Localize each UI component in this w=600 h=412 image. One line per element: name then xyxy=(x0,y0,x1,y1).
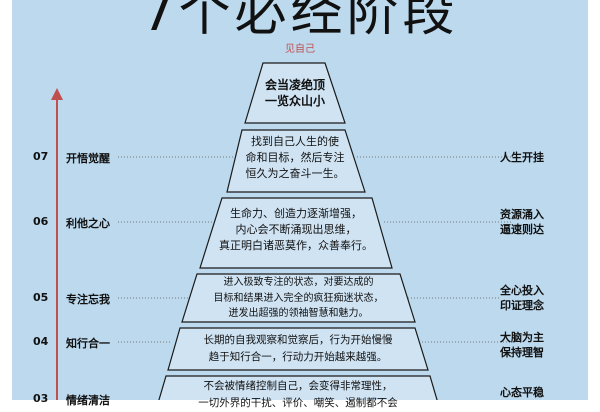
pyramid-level-07 xyxy=(226,129,366,193)
summit-line: 会当凌绝顶 xyxy=(264,78,325,92)
level-description: 生命力、创造力逐渐增强， 内心会不断涌现出思维， 真正明白诸恶莫作，众善奉行。 xyxy=(200,206,392,254)
level-label: 情绪清洁 xyxy=(66,394,110,407)
arrow-head-icon xyxy=(51,88,63,100)
level-label: 开悟觉醒 xyxy=(66,152,110,165)
level-result: 资源涌入逼速则达 xyxy=(484,207,544,237)
description-line: 目标和结果进入完全的疯狂痴迷状态， xyxy=(213,292,384,304)
summit-text: 会当凌绝顶 一览众山小 xyxy=(245,77,345,109)
result-line: 大脑为主 xyxy=(500,331,544,344)
result-line: 逼速则达 xyxy=(500,223,544,236)
level-number: 03 xyxy=(33,392,49,405)
subtitle: 见自己 xyxy=(285,44,315,55)
result-line: 保持理智 xyxy=(500,346,544,359)
level-number: 05 xyxy=(33,291,49,304)
level-number: 06 xyxy=(33,215,49,228)
result-line: 资源涌入 xyxy=(500,208,544,221)
page-title: 7个必经阶段 xyxy=(141,0,459,43)
description-line: 趋于知行合一，行动力开始越来越强。 xyxy=(208,351,388,363)
pyramid-summit xyxy=(244,62,346,124)
pyramid-level-06 xyxy=(199,197,393,269)
description-line: 迸发出超强的领袖智慧和魅力。 xyxy=(228,308,369,319)
pyramid-level-04 xyxy=(167,327,429,371)
description-line: 长期的自我观察和觉察后，行为开始慢慢 xyxy=(203,334,393,346)
description-line: 一切外界的干扰、评价、嘲笑、遏制都不会 xyxy=(198,397,398,409)
description-line: 进入极致专注的状态，对要达成的 xyxy=(223,277,374,288)
result-line: 全心投入 xyxy=(500,284,544,297)
level-result: 全心投入印证理念 xyxy=(484,283,544,313)
pyramid-level-03 xyxy=(158,375,438,400)
description-line: 内心会不断涌现出思维， xyxy=(235,223,357,236)
level-description: 长期的自我观察和觉察后，行为开始慢慢 趋于知行合一，行动力开始越来越强。 xyxy=(168,332,428,366)
level-label: 专注忘我 xyxy=(66,293,110,306)
pyramid-level-05 xyxy=(181,273,416,323)
description-line: 不会被情绪控制自己，会变得非常理性， xyxy=(203,380,393,392)
level-result: 大脑为主保持理智 xyxy=(484,330,544,360)
description-line: 找到自己人生的使 xyxy=(251,135,339,148)
description-line: 恒久为之奋斗一生。 xyxy=(245,167,345,180)
level-result: 心态平稳 xyxy=(484,385,544,400)
result-line: 人生开挂 xyxy=(500,151,544,164)
level-result: 人生开挂 xyxy=(484,150,544,165)
description-line: 命和目标，然后专注 xyxy=(245,151,345,164)
result-line: 印证理念 xyxy=(500,299,544,312)
level-description: 不会被情绪控制自己，会变得非常理性， 一切外界的干扰、评价、嘲笑、遏制都不会 xyxy=(156,378,440,412)
level-number: 07 xyxy=(33,150,49,163)
description-line: 真正明白诸恶莫作，众善奉行。 xyxy=(219,239,373,252)
level-number: 04 xyxy=(33,335,49,348)
description-line: 生命力、创造力逐渐增强， xyxy=(230,207,362,220)
level-description: 进入极致专注的状态，对要达成的 目标和结果进入完全的疯狂痴迷状态， 迸发出超强的… xyxy=(182,275,415,322)
level-label: 知行合一 xyxy=(66,337,110,350)
level-description: 找到自己人生的使 命和目标，然后专注 恒久为之奋斗一生。 xyxy=(230,134,360,182)
pyramid-graphic xyxy=(51,62,512,400)
level-label: 利他之心 xyxy=(66,217,110,230)
result-line: 心态平稳 xyxy=(500,386,544,399)
summit-line: 一览众山小 xyxy=(264,94,325,108)
